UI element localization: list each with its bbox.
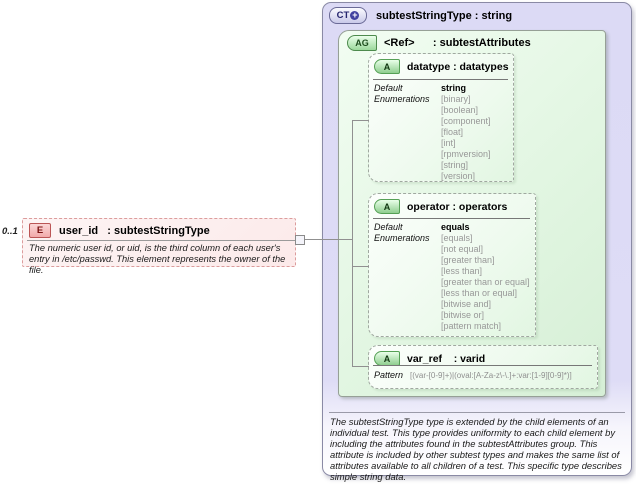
enumeration-item: [boolean] [441, 105, 479, 115]
enumeration-item: [float] [441, 127, 464, 137]
documentation-separator [329, 412, 625, 413]
attribute-header: A datatype : datatypes [374, 59, 509, 74]
attribute-icon: A [374, 59, 400, 74]
attribute-title: var_ref : varid [407, 352, 486, 365]
enumeration-item: [bitwise and] [441, 299, 492, 309]
enumerations-label: Enumerations [374, 233, 430, 243]
default-label: Default [374, 222, 403, 232]
facet-labels: Default Enumerations [374, 83, 441, 182]
facet-values: string [binary][boolean][component][floa… [441, 83, 491, 182]
pattern-label: Pattern [374, 370, 404, 380]
enumeration-item: [bitwise or] [441, 310, 485, 320]
pattern-row: Pattern [(var-[0-9]+)|(oval:[A-Za-z\-\.]… [374, 370, 572, 381]
cardinality-label: 0..1 [2, 226, 18, 237]
enumeration-item: [greater than] [441, 255, 495, 265]
complex-type-header: CT + subtestStringType : string [329, 7, 512, 24]
attribute-group-header: AG <Ref> : subtestAttributes [347, 35, 531, 51]
facet-rows: Default Enumerations string [binary][boo… [374, 83, 491, 182]
element-documentation: The numeric user id, or uid, is the thir… [29, 243, 286, 275]
facet-labels: Default Enumerations [374, 222, 441, 332]
attribute-separator [373, 365, 592, 366]
attribute-group-box[interactable]: AG <Ref> : subtestAttributes A datatype … [338, 30, 606, 397]
attribute-group-title: <Ref> : subtestAttributes [384, 37, 531, 49]
enumeration-list: [binary][boolean][component][float][int]… [441, 94, 491, 182]
attribute-box-datatype[interactable]: A datatype : datatypes Default Enumerati… [368, 53, 514, 182]
attribute-icon: A [374, 199, 400, 214]
element-title: user_id : subtestStringType [59, 224, 210, 237]
default-label: Default [374, 83, 403, 93]
complex-type-badge: CT + [329, 7, 367, 24]
element-icon: E [29, 223, 51, 238]
attribute-header: A var_ref : varid [374, 351, 485, 366]
enumeration-list: [equals][not equal][greater than][less t… [441, 233, 530, 332]
complex-type-badge-label: CT [336, 10, 350, 21]
default-value: equals [441, 222, 470, 232]
attribute-box-var-ref[interactable]: A var_ref : varid Pattern [(var-[0-9]+)|… [368, 345, 598, 389]
connector-stub-operator [352, 266, 369, 267]
enumeration-item: [not equal] [441, 244, 484, 254]
connector-line-vertical [352, 120, 353, 367]
enumerations-label: Enumerations [374, 94, 430, 104]
facet-rows: Default Enumerations equals [equals][not… [374, 222, 530, 332]
attribute-box-operator[interactable]: A operator : operators Default Enumerati… [368, 193, 536, 337]
element-separator [27, 240, 295, 241]
default-value: string [441, 83, 467, 93]
attribute-title: datatype : datatypes [407, 60, 509, 73]
complex-type-title: subtestStringType : string [376, 9, 513, 22]
connector-line-entry [304, 239, 353, 240]
attribute-header: A operator : operators [374, 199, 507, 214]
connector-stub-datatype [352, 120, 369, 121]
element-box-user-id[interactable]: E user_id : subtestStringType The numeri… [22, 218, 296, 275]
enumeration-item: [less than] [441, 266, 483, 276]
complex-type-box[interactable]: CT + subtestStringType : string AG <Ref>… [322, 2, 632, 482]
attribute-title: operator : operators [407, 200, 508, 213]
enumeration-item: [greater than or equal] [441, 277, 530, 287]
connector-stub-var-ref [352, 366, 369, 367]
enumeration-item: [less than or equal] [441, 288, 518, 298]
enumeration-item: [version] [441, 171, 476, 181]
complex-type-documentation: The subtestStringType type is extended b… [330, 416, 622, 482]
pattern-value: [(var-[0-9]+)|(oval:[A-Za-z\-\.]+:var:[1… [410, 371, 572, 380]
expand-plus-icon[interactable]: + [350, 10, 360, 20]
enumeration-item: [int] [441, 138, 456, 148]
attribute-icon: A [374, 351, 400, 366]
element-header: E user_id : subtestStringType [29, 223, 210, 238]
enumeration-item: [string] [441, 160, 469, 170]
enumeration-item: [equals] [441, 233, 473, 243]
enumeration-item: [rpmversion] [441, 149, 491, 159]
attribute-separator [373, 218, 530, 219]
connector-square [295, 235, 305, 245]
enumeration-item: [pattern match] [441, 321, 502, 331]
enumeration-item: [binary] [441, 94, 471, 104]
facet-values: equals [equals][not equal][greater than]… [441, 222, 530, 332]
attribute-separator [373, 79, 508, 80]
enumeration-item: [component] [441, 116, 491, 126]
attribute-group-badge: AG [347, 35, 377, 51]
